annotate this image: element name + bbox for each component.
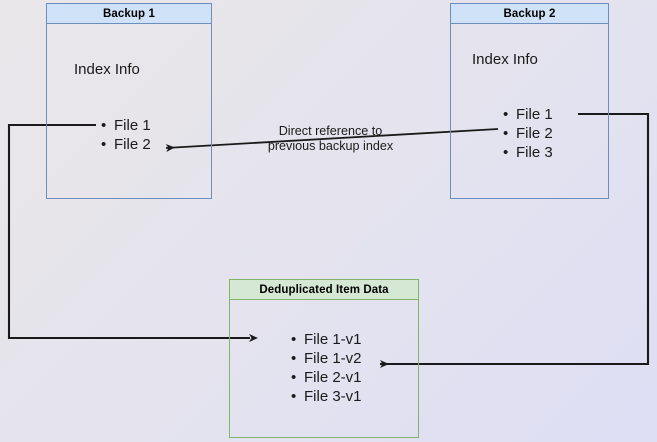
dedup-header[interactable]: Deduplicated Item Data [229,279,419,300]
list-item[interactable]: File 1 [101,116,151,135]
backup1-header-label: Backup 1 [103,7,155,20]
backup2-header[interactable]: Backup 2 [450,3,609,24]
list-item[interactable]: File 2 [503,124,553,143]
direct-reference-note: Direct reference to previous backup inde… [267,124,394,153]
backup1-header[interactable]: Backup 1 [46,3,212,24]
backup2-index-info-label: Index Info [472,51,538,68]
list-item[interactable]: File 3-v1 [291,387,361,406]
dedup-header-label: Deduplicated Item Data [259,283,389,296]
backup2-header-label: Backup 2 [503,7,556,20]
list-item[interactable]: File 3 [503,143,553,162]
list-item[interactable]: File 2-v1 [291,368,361,387]
backup1-box[interactable] [46,3,212,199]
list-item[interactable]: File 1 [503,105,553,124]
list-item[interactable]: File 1-v2 [291,349,361,368]
backup2-box[interactable] [450,3,609,199]
backup2-file-list: File 1 File 2 File 3 [500,105,553,162]
dedup-file-list: File 1-v1 File 1-v2 File 2-v1 File 3-v1 [288,330,361,406]
list-item[interactable]: File 2 [101,135,151,154]
list-item[interactable]: File 1-v1 [291,330,361,349]
backup1-file-list: File 1 File 2 [98,116,151,154]
backup1-index-info-label: Index Info [74,61,140,78]
